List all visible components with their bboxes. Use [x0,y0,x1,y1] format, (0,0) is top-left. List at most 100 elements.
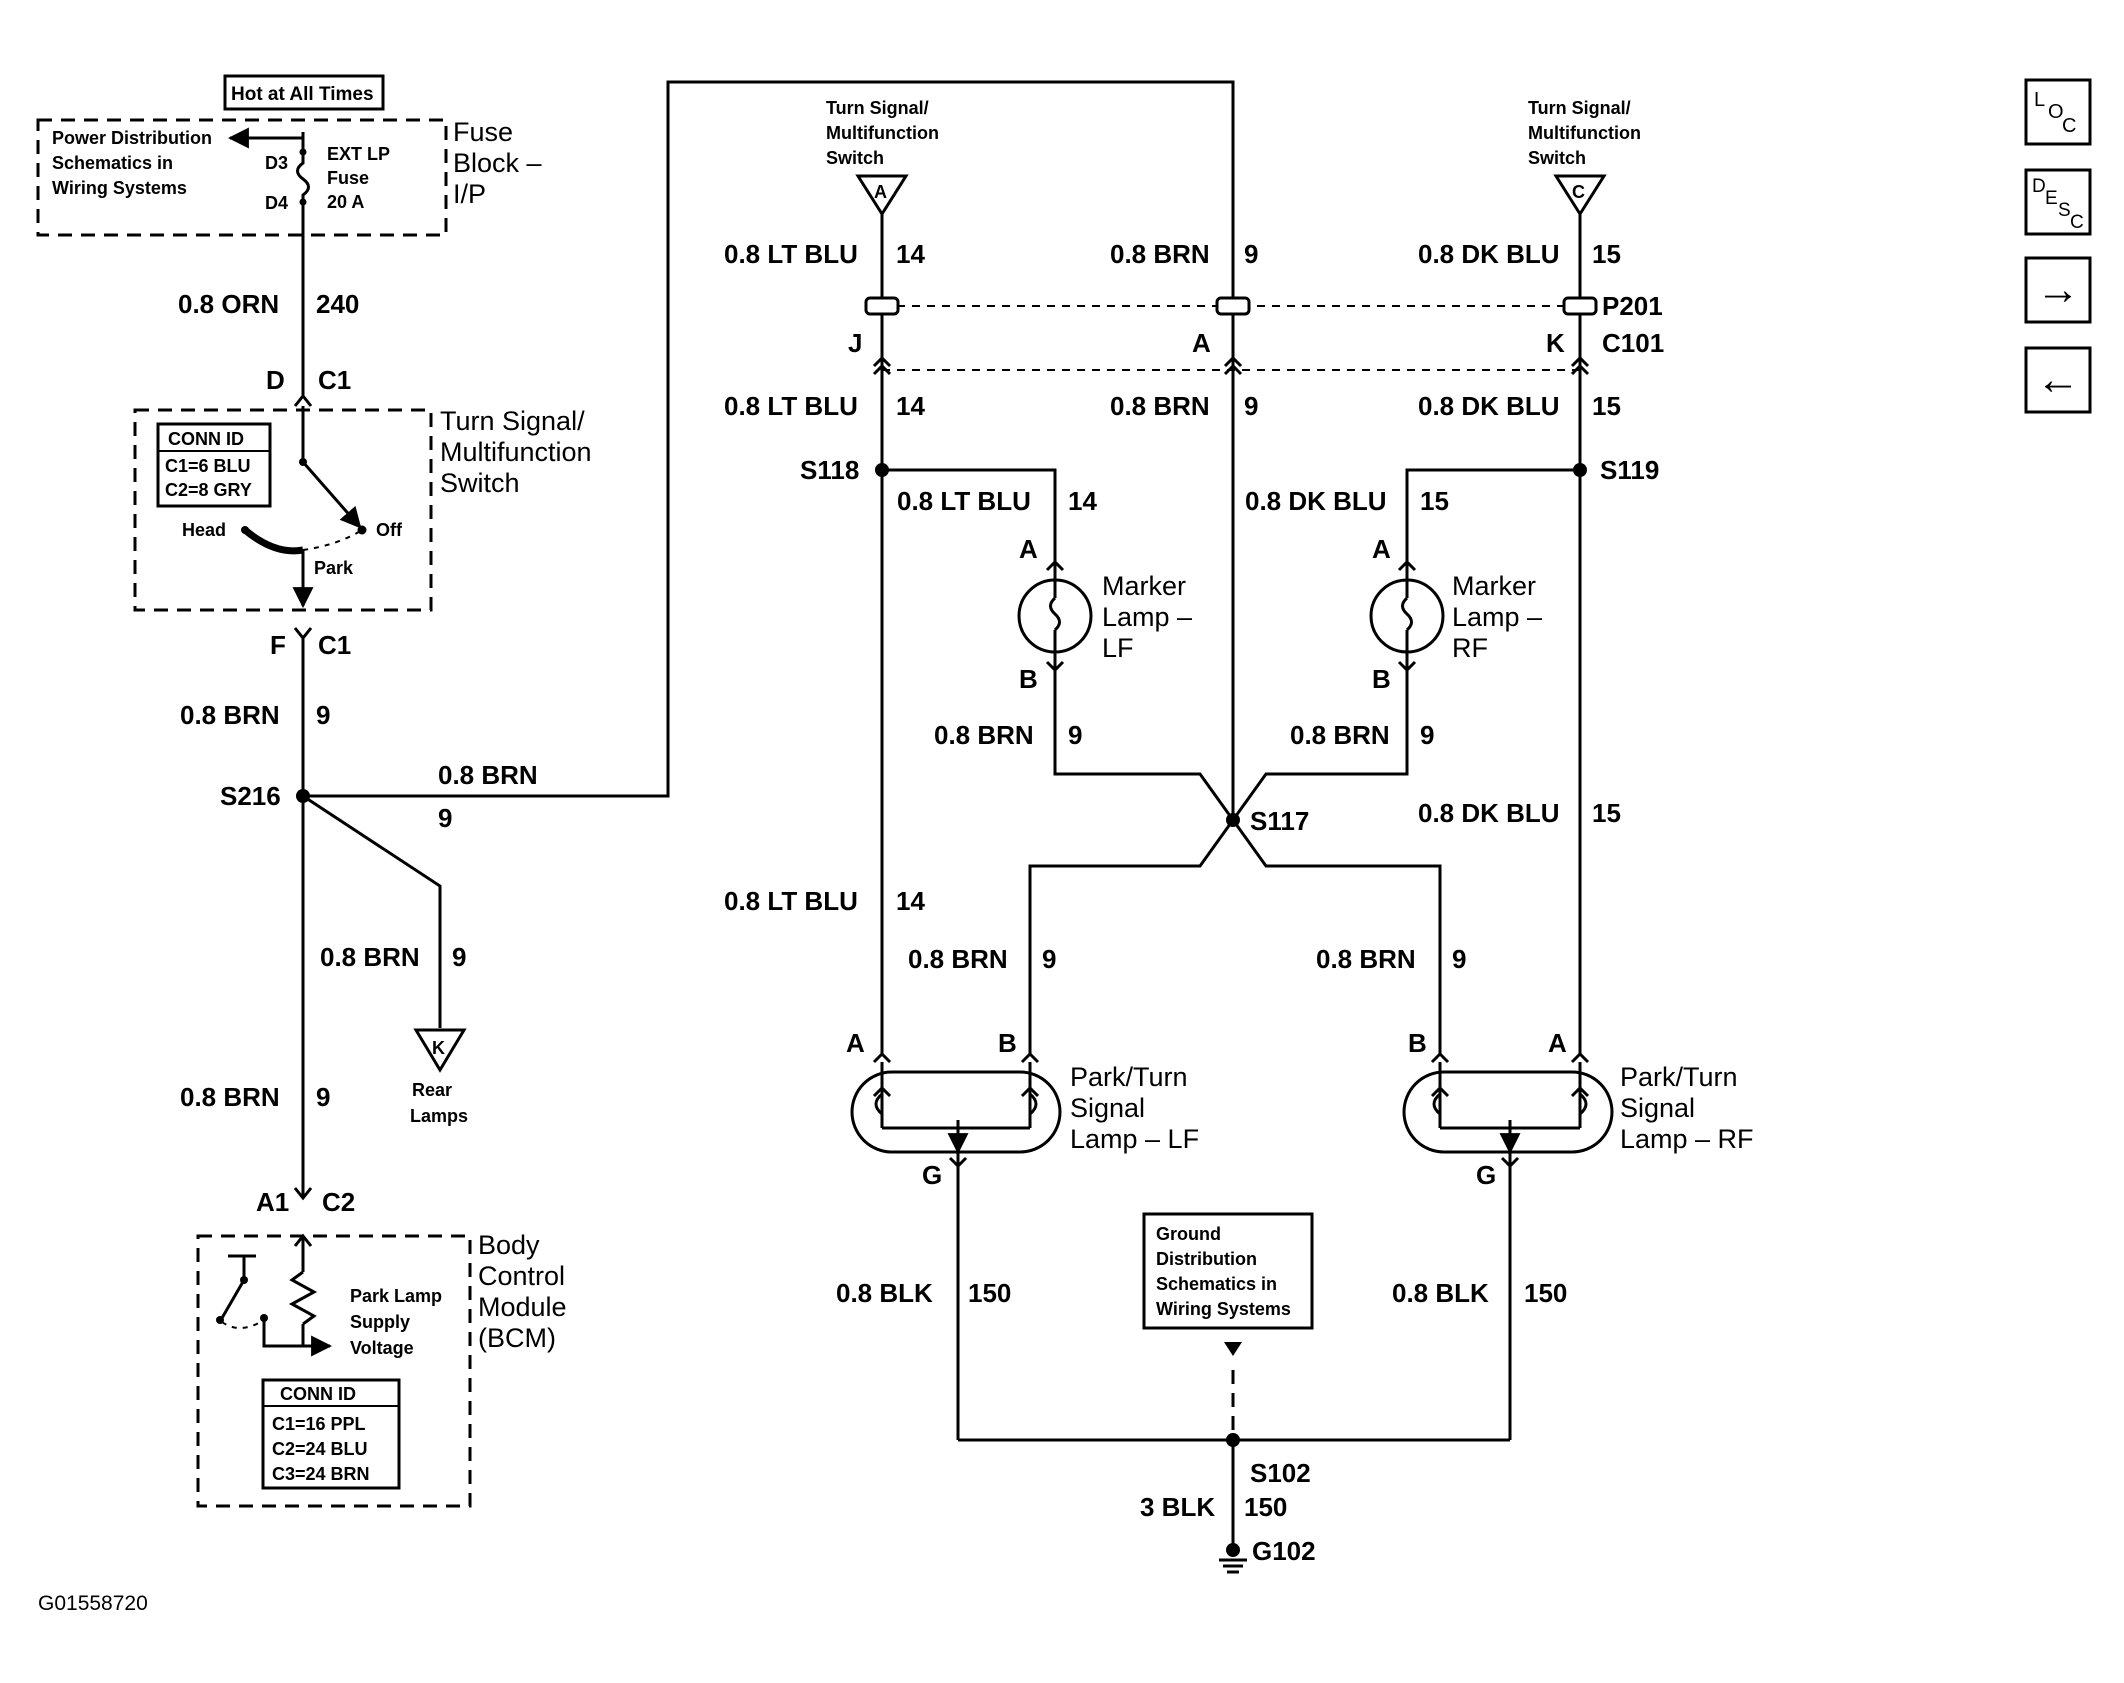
power-ref-line3: Wiring Systems [52,178,187,198]
col-lt-blu-circuit-top: 14 [896,239,925,269]
bcm-name-4: (BCM) [478,1323,556,1353]
c101-pin-a: A [1192,328,1211,358]
wire-9-rf-gauge: 0.8 BRN [1316,944,1416,974]
wire-15-lower-circuit: 15 [1592,798,1621,828]
park-lf-pin-b: B [998,1028,1017,1058]
prev-button[interactable]: ← [2024,346,2092,414]
rear-lamps-circuit: 9 [452,942,466,972]
loc-char-1: L [2034,89,2045,111]
rear-lamps-gauge: 0.8 BRN [320,942,420,972]
desc-char-1: D [2032,176,2046,197]
col-lt-blu-circuit-mid: 14 [896,391,925,421]
wire-9-bcm-gauge: 0.8 BRN [180,1082,280,1112]
body-control-module: A1 C2 Park Lamp Supply Voltage CONN ID C… [196,1187,567,1508]
marker-lf-pin-b: B [1019,664,1038,694]
wire-9-top [303,80,1235,798]
marker-rf-circuit: 15 [1420,486,1449,516]
bcm-conn-id-box [261,1378,401,1490]
p201-label: P201 [1602,291,1663,321]
fuse-block-name-3: I/P [453,179,486,209]
fuse-block-outline [36,118,448,237]
wire-9-top-circuit: 9 [438,803,452,833]
next-button[interactable]: → [2024,256,2092,324]
splice-s102-label: S102 [1250,1458,1311,1488]
rear-lamps-ref-triangle[interactable] [413,1028,467,1073]
connector-p201: P201 [864,291,1663,321]
bcm-park-label-3: Voltage [350,1338,414,1358]
switch-blade [301,461,362,529]
marker-lf-out-circuit: 9 [1068,720,1082,750]
conn-f-c1: C1 [318,630,351,660]
switch-conn-id-2: C2=8 GRY [165,480,252,500]
gnd-main-circuit: 150 [1244,1492,1287,1522]
conn-d: D [266,365,285,395]
ts-a-label-2: Multifunction [826,123,939,143]
wire-9-lf [1028,819,1235,1054]
bcm-resistor [288,1270,318,1326]
switch-conn-id-box [156,422,272,508]
col-brn-circuit-top: 9 [1244,239,1258,269]
ts-a-triangle[interactable] [855,174,909,217]
switch-name-2: Multifunction [440,437,592,467]
turn-switch-ref-a[interactable]: Turn Signal/ Multifunction Switch A [826,98,939,217]
bcm-name-3: Module [478,1292,567,1322]
park-rf-pin-b: B [1408,1028,1427,1058]
switch-conn-id-1: C1=6 BLU [165,456,251,476]
marker-lamp-rf: 0.8 DK BLU 15 A B Marker Lamp – RF 0.8 B… [1231,468,1580,821]
wire-9-left-gauge: 0.8 BRN [180,700,280,730]
park-lf-name-1: Park/Turn [1070,1062,1188,1092]
conn-f: F [270,630,286,660]
c101-pin-j: J [848,328,862,358]
park-lf-pin-g: G [922,1160,942,1190]
loc-button[interactable]: L O C [2024,78,2092,146]
marker-rf-name-3: RF [1452,633,1488,663]
switch-head-label: Head [182,520,226,540]
gnd-lf-circuit: 150 [968,1278,1011,1308]
park-rf-pin-a: A [1548,1028,1567,1058]
connector-c101: J A K C101 [848,328,1664,376]
splice-s117-label: S117 [1250,806,1309,836]
col-lt-blu-gauge-mid: 0.8 LT BLU [724,391,858,421]
marker-rf-out-gauge: 0.8 BRN [1290,720,1390,750]
marker-rf-gauge: 0.8 DK BLU [1245,486,1387,516]
ts-c-label-3: Switch [1528,148,1586,168]
wire-9-top-gauge: 0.8 BRN [438,760,538,790]
fuse-block-name-1: Fuse [453,117,513,147]
col-brn-gauge-mid: 0.8 BRN [1110,391,1210,421]
bcm-conn-c2: C2 [322,1187,355,1217]
turn-switch-ref-c[interactable]: Turn Signal/ Multifunction Switch C [1528,98,1641,217]
fuse-block: Hot at All Times Power Distribution Sche… [36,74,542,237]
park-rf-name-3: Lamp – RF [1620,1124,1754,1154]
switch-park-label: Park [314,558,354,578]
rear-lamps-label-1: Rear [412,1080,452,1100]
bcm-switch [220,1279,246,1319]
wire-9-rear [302,794,442,1028]
bcm-name-1: Body [478,1230,540,1260]
ground-ref-3: Schematics in [1156,1274,1277,1294]
wire-9-bcm-circuit: 9 [316,1082,330,1112]
g102-label: G102 [1252,1536,1316,1566]
ground-distribution-ref[interactable]: Ground Distribution Schematics in Wiring… [1142,1212,1314,1440]
col-dk-blu-circuit-mid: 15 [1592,391,1621,421]
loc-char-3: C [2062,115,2076,137]
ground-ref-4: Wiring Systems [1156,1299,1291,1319]
bcm-park-label-2: Supply [350,1312,410,1332]
wire-14-lower-circuit: 14 [896,886,925,916]
ts-a-label-3: Switch [826,148,884,168]
desc-button[interactable]: D E S C [2024,168,2092,236]
marker-rf-out-circuit: 9 [1420,720,1434,750]
marker-lf-gauge: 0.8 LT BLU [897,486,1031,516]
ts-a-label-1: Turn Signal/ [826,98,929,118]
ts-c-pin: C [1572,182,1585,202]
marker-lf-name-2: Lamp – [1102,602,1192,632]
switch-outline [133,408,433,612]
park-lf-name-3: Lamp – LF [1070,1124,1199,1154]
ts-c-triangle[interactable] [1553,174,1607,217]
park-rf-name-1: Park/Turn [1620,1062,1738,1092]
wire-14-lower-gauge: 0.8 LT BLU [724,886,858,916]
hot-at-all-times-box [223,74,385,111]
park-rf-name-2: Signal [1620,1093,1695,1123]
fuse-label-2: Fuse [327,168,369,188]
bcm-conn-id-title: CONN ID [280,1384,356,1404]
marker-rf-name-1: Marker [1452,571,1536,601]
